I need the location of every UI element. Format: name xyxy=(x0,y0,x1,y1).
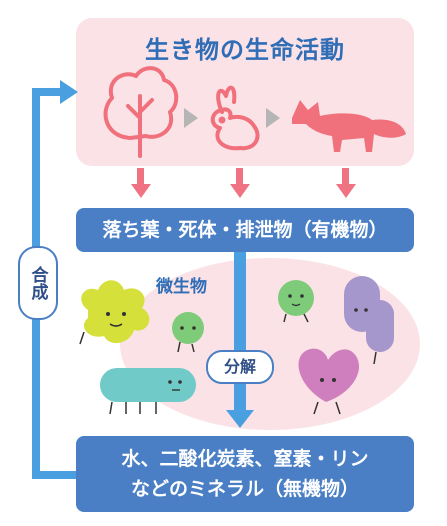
arrow-right-icon xyxy=(266,108,280,128)
rabbit-icon xyxy=(210,85,260,151)
living-activity-panel xyxy=(76,18,414,166)
organic-matter-bar: 落ち葉・死体・排泄物（有機物） xyxy=(76,208,414,252)
purple-microbe xyxy=(344,276,394,365)
synthesis-label: 合成 xyxy=(18,246,58,320)
decomposition-label: 分解 xyxy=(206,350,274,384)
decompose-arrow xyxy=(226,252,254,428)
inorganic-line-1: 水、二酸化炭素、窒素・リン xyxy=(121,448,369,470)
inorganic-matter-bar: 水、二酸化炭素、窒素・リン などのミネラル（無機物） xyxy=(76,436,414,512)
green-microbe-small xyxy=(172,312,204,353)
fox-icon xyxy=(292,100,406,152)
microbes-label: 微生物 xyxy=(156,277,207,297)
yellow-microbe xyxy=(79,280,150,345)
arrow-right-icon xyxy=(184,108,198,128)
down-arrows-to-organic xyxy=(131,168,356,198)
inorganic-line-2: などのミネラル（無機物） xyxy=(130,478,359,500)
pink-heart-microbe xyxy=(298,348,360,415)
teal-microbe xyxy=(100,368,196,415)
living-activity-title: 生き物の生命活動 xyxy=(145,36,345,64)
tree-icon xyxy=(103,66,179,158)
green-microbe xyxy=(278,280,314,323)
